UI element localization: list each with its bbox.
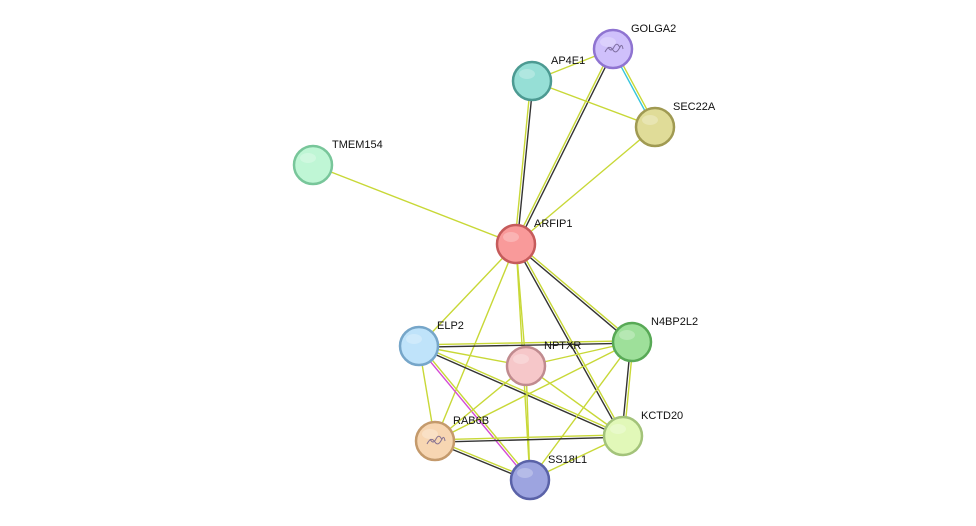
edge-line-coexpression <box>516 49 615 245</box>
edge-line-textmining <box>418 243 517 347</box>
node-highlight <box>610 424 626 434</box>
node-golga2[interactable]: GOLGA2 <box>592 23 676 70</box>
node-label: ELP2 <box>437 320 464 332</box>
edge-line-textmining <box>418 340 632 346</box>
edge-AP4E1-SEC22A <box>531 80 656 128</box>
edge-line-textmining <box>514 48 613 244</box>
node-circle[interactable] <box>495 223 537 265</box>
edge-ARFIP1-TMEM154 <box>312 164 517 245</box>
edge-line-textmining <box>516 243 625 436</box>
node-nptxr[interactable]: NPTXR <box>505 340 581 387</box>
node-highlight <box>406 334 422 344</box>
node-circle[interactable] <box>505 345 547 387</box>
edge-ARFIP1-KCTD20 <box>514 243 625 437</box>
node-circle[interactable] <box>611 321 653 363</box>
node-sec22a[interactable]: SEC22A <box>634 101 716 148</box>
edge-ELP2-SS18L1 <box>417 344 532 482</box>
edge-line-coexpression <box>514 244 623 437</box>
node-label: NPTXR <box>544 340 581 352</box>
node-n4bp2l2[interactable]: N4BP2L2 <box>611 316 698 363</box>
edge-RAB6B-KCTD20 <box>434 434 624 443</box>
node-label: KCTD20 <box>641 410 683 422</box>
edge-N4BP2L2-RAB6B <box>434 341 633 442</box>
node-ap4e1[interactable]: AP4E1 <box>511 55 585 102</box>
edge-line-coexpression <box>516 81 534 245</box>
node-label: TMEM154 <box>332 139 383 151</box>
node-label: ARFIP1 <box>534 218 573 230</box>
edge-ARFIP1-ELP2 <box>418 243 517 347</box>
edge-line-textmining <box>515 126 656 245</box>
edge-ELP2-N4BP2L2 <box>418 340 633 348</box>
node-highlight <box>619 330 635 340</box>
edge-ARFIP1-RAB6B <box>434 243 517 442</box>
edge-line-textmining <box>434 243 517 442</box>
node-highlight <box>513 354 529 364</box>
node-rab6b[interactable]: RAB6B <box>414 415 489 462</box>
edge-line-coexpression <box>435 436 624 443</box>
node-tmem154[interactable]: TMEM154 <box>292 139 383 186</box>
edge-line-textmining <box>419 344 624 436</box>
edge-line-textmining <box>514 80 532 244</box>
edge-line-coexpression <box>419 342 633 348</box>
node-circle[interactable] <box>602 415 644 457</box>
edge-line-coexpression <box>418 346 623 438</box>
node-elp2[interactable]: ELP2 <box>398 320 464 367</box>
node-label: AP4E1 <box>551 55 585 67</box>
edge-line-textmining <box>312 164 517 245</box>
node-highlight <box>503 232 519 242</box>
protein-structure-icon <box>426 435 446 445</box>
node-ss18l1[interactable]: SS18L1 <box>509 454 587 501</box>
node-circle[interactable] <box>511 60 553 102</box>
node-label: GOLGA2 <box>631 23 676 35</box>
node-label: SS18L1 <box>548 454 587 466</box>
node-circle[interactable] <box>634 106 676 148</box>
node-arfip1[interactable]: ARFIP1 <box>495 218 573 265</box>
node-label: N4BP2L2 <box>651 316 698 328</box>
node-label: SEC22A <box>673 101 716 113</box>
edge-line-textmining <box>434 341 633 442</box>
edge-line-textmining <box>516 242 634 342</box>
edge-N4BP2L2-SS18L1 <box>529 341 633 481</box>
node-label: RAB6B <box>453 415 489 427</box>
edge-ARFIP1-SEC22A <box>515 126 656 245</box>
node-circle[interactable] <box>398 325 440 367</box>
node-circle[interactable] <box>509 459 551 501</box>
node-highlight <box>642 115 658 125</box>
edge-ELP2-KCTD20 <box>418 344 624 438</box>
protein-structure-icon <box>604 43 624 53</box>
node-kctd20[interactable]: KCTD20 <box>602 410 683 457</box>
node-highlight <box>600 37 616 47</box>
edge-ARFIP1-N4BP2L2 <box>514 242 634 344</box>
edge-line-coexpression <box>514 244 632 344</box>
node-highlight <box>422 429 438 439</box>
edge-line-experiment <box>417 346 530 482</box>
edge-line-textmining <box>419 344 532 480</box>
edge-ARFIP1-AP4E1 <box>514 80 534 245</box>
node-highlight <box>519 69 535 79</box>
edge-line-textmining <box>434 434 623 441</box>
edge-ARFIP1-GOLGA2 <box>514 48 615 245</box>
node-circle[interactable] <box>292 144 334 186</box>
edge-line-textmining <box>529 341 633 481</box>
edge-line-textmining <box>531 80 656 128</box>
node-highlight <box>517 468 533 478</box>
node-highlight <box>300 153 316 163</box>
